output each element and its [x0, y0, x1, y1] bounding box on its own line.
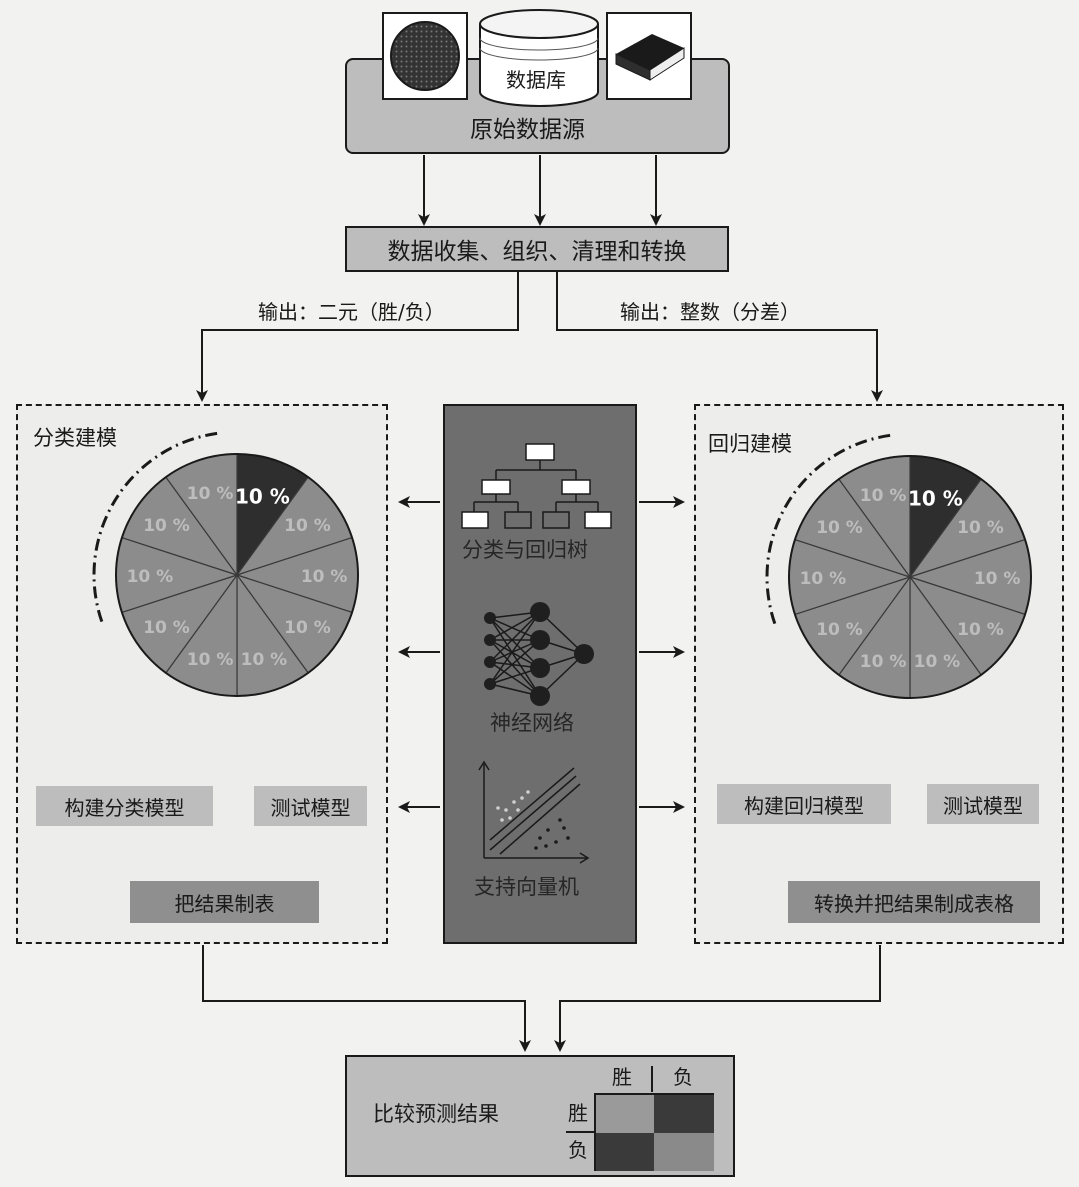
tree-icon [461, 443, 612, 529]
regression-result-box: 转换并把结果制成表格 [788, 881, 1040, 923]
arrow-to-regression [556, 272, 883, 402]
regression-result-label: 转换并把结果制成表格 [814, 891, 1014, 916]
col-header-loss: 负 [673, 1065, 693, 1089]
database-icon [477, 6, 601, 110]
arrow-regression-compare [554, 945, 881, 1052]
matrix-col-divider [651, 1066, 653, 1092]
svm-plot-icon [478, 760, 590, 864]
classification-panel [16, 404, 388, 944]
book-icon [606, 12, 692, 100]
col-header-win: 胜 [612, 1065, 632, 1089]
classification-build-box: 构建分类模型 [36, 786, 213, 826]
matrix-row-divider [566, 1131, 594, 1133]
classification-title: 分类建模 [33, 426, 117, 450]
arrow-classification-compare [202, 945, 531, 1052]
classification-build-label: 构建分类模型 [64, 795, 185, 820]
svm-label: 支持向量机 [474, 875, 579, 899]
classification-result-box: 把结果制表 [130, 881, 319, 923]
regression-panel [694, 404, 1064, 944]
regression-title: 回归建模 [708, 432, 792, 456]
regression-test-label: 测试模型 [943, 793, 1023, 818]
neural-network-icon [484, 602, 594, 706]
arrow-to-classification [196, 272, 519, 402]
classification-test-label: 测试模型 [270, 795, 351, 820]
classification-result-label: 把结果制表 [174, 891, 275, 916]
left-output-label: 输出：二元（胜/负） [258, 300, 445, 324]
classification-test-box: 测试模型 [254, 786, 367, 826]
right-output-label: 输出：整数（分差） [620, 300, 800, 324]
regression-test-box: 测试模型 [927, 784, 1039, 824]
source-title: 原始数据源 [470, 117, 585, 143]
cell-loss-win [596, 1133, 654, 1171]
tree-label: 分类与回归树 [462, 538, 588, 562]
globe-icon [382, 12, 468, 100]
regression-build-label: 构建回归模型 [744, 793, 864, 818]
nn-label: 神经网络 [490, 711, 574, 735]
cell-loss-loss [654, 1133, 714, 1171]
database-label: 数据库 [506, 68, 566, 92]
row-header-win: 胜 [568, 1101, 588, 1125]
process-label: 数据收集、组织、清理和转换 [387, 239, 687, 265]
process-box: 数据收集、组织、清理和转换 [345, 226, 729, 272]
cell-win-win [596, 1095, 654, 1133]
row-header-loss: 负 [568, 1138, 588, 1162]
compare-title: 比较预测结果 [373, 1102, 499, 1126]
cell-win-loss [654, 1095, 714, 1133]
regression-build-box: 构建回归模型 [717, 784, 891, 824]
confusion-matrix [594, 1093, 714, 1171]
